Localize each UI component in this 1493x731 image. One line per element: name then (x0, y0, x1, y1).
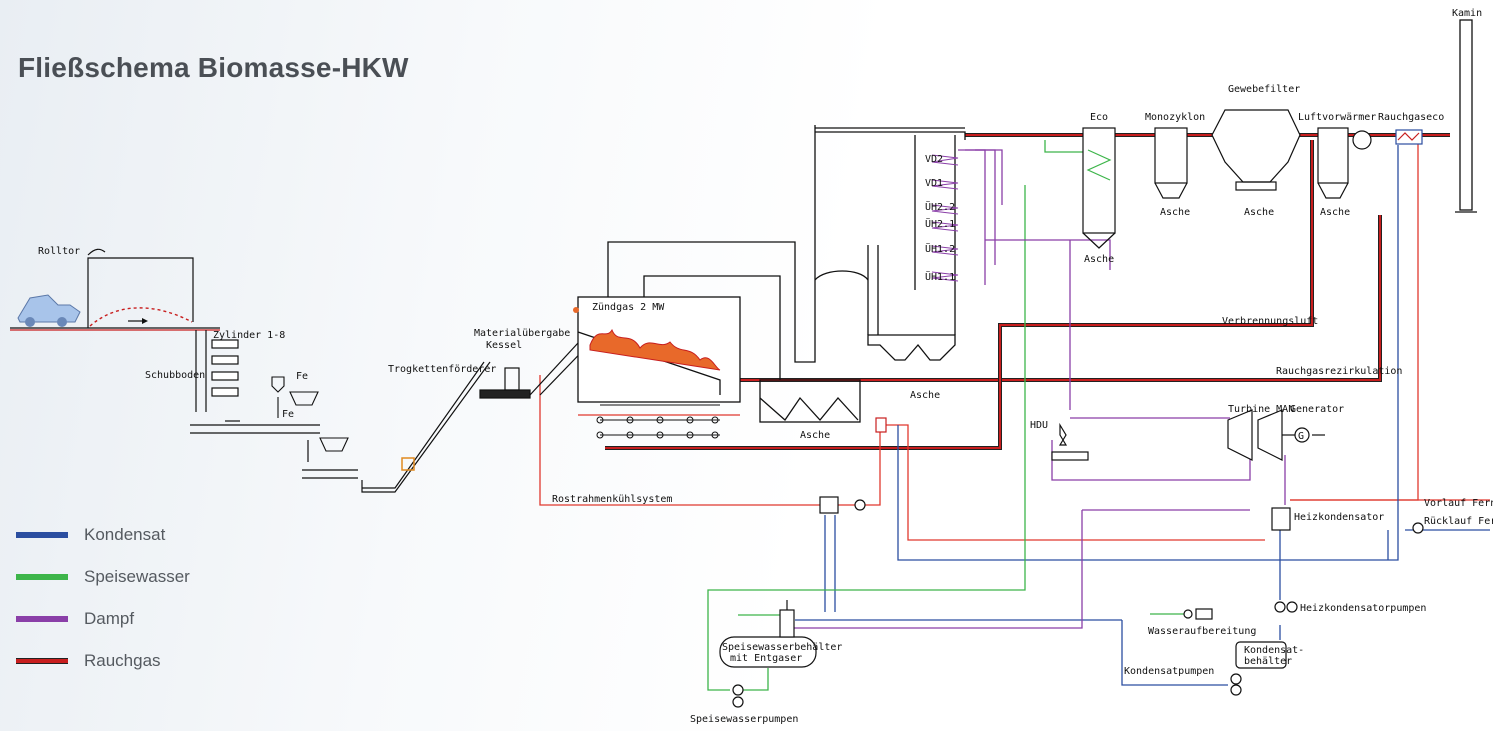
label-kessel: Kessel (486, 340, 522, 351)
monozyklon (1154, 127, 1188, 199)
heizkondensator (1271, 507, 1424, 534)
legend-swatch-dampf (16, 616, 68, 622)
label-turbine: Turbine MAN (1228, 404, 1294, 415)
label-luftvorwaermer: Luftvorwärmer (1298, 112, 1376, 123)
label-ruecklauf: Rücklauf Fernwärme (1424, 516, 1493, 527)
magnet-separator (271, 376, 349, 452)
label-ueh12: ÜH1.2 (925, 242, 955, 255)
legend-item-rauchgas: Rauchgas (16, 640, 190, 682)
label-heizkondensator: Heizkondensator (1294, 512, 1384, 523)
label-rolltor: Rolltor (38, 246, 80, 257)
grate-supports (596, 404, 720, 439)
label-gewebefilter: Gewebefilter (1228, 84, 1300, 95)
kamin: Kamin (1452, 8, 1482, 213)
legend-swatch-speisewasser (16, 574, 68, 580)
label-schubboden: Schubboden (145, 370, 205, 381)
rauchgaseco (1395, 129, 1423, 145)
hdu (1051, 422, 1089, 461)
label-asche-mono: Asche (1160, 207, 1190, 218)
legend-label-dampf: Dampf (84, 609, 135, 628)
speisewasserbehaelter (719, 600, 817, 708)
luftvorwaermer (1317, 127, 1372, 199)
label-generator-g: G (1298, 431, 1304, 442)
label-wasseraufbereitung: Wasseraufbereitung (1148, 626, 1256, 637)
dampf-lines (790, 149, 1286, 629)
label-fe-1: Fe (296, 371, 308, 382)
legend-label-kondensat: Kondensat (84, 525, 166, 544)
legend-label-rauchgas: Rauchgas (84, 651, 161, 670)
label-zylinder: Zylinder 1-8 (213, 330, 285, 341)
legend-swatch-kondensat (16, 532, 68, 538)
kondensatbehaelter (1230, 641, 1287, 696)
label-kondensatbehaelter-2: behälter (1244, 656, 1292, 667)
boiler-furnace (577, 125, 966, 423)
label-asche-eco: Asche (1084, 254, 1114, 265)
loader-vehicle-icon (17, 294, 81, 327)
delivery-hall (10, 248, 220, 331)
biomass-pile (89, 307, 193, 327)
label-ueh11: ÜH1.1 (925, 270, 955, 283)
label-generator: Generator (1290, 404, 1344, 415)
red-water-lines (539, 140, 1490, 541)
label-heizkondensatpumpen: Heizkondensatorpumpen (1300, 603, 1426, 614)
turbine (1227, 409, 1325, 461)
legend-label-speisewasser: Speisewasser (84, 567, 190, 586)
label-eco: Eco (1090, 112, 1108, 123)
label-rauchgaseco: Rauchgaseco (1378, 112, 1444, 123)
heat-exchanger-bank (931, 154, 959, 282)
label-speisewasserbehaelter-1: Speisewasserbehälter (722, 642, 842, 653)
eco (1082, 127, 1116, 249)
rostrahmen-hx (819, 417, 887, 514)
trogkettenfoerderer (361, 361, 491, 493)
label-hdu: HDU (1030, 420, 1048, 431)
label-speisewasserpumpen: Speisewasserpumpen (690, 714, 798, 725)
label-speisewasserbehaelter-2: mit Entgaser (730, 653, 802, 664)
heizkondensatpumpen (1274, 601, 1298, 613)
label-kondensatbehaelter-1: Kondensat- (1244, 645, 1304, 656)
label-asche-gewebe: Asche (1244, 207, 1274, 218)
label-vorlauf: Vorlauf Fernwärme (1424, 498, 1493, 509)
label-vd1: VD1 (925, 178, 943, 189)
flames-icon (573, 307, 721, 371)
label-zuendgas: Zündgas 2 MW (592, 302, 665, 313)
label-asche-kessel: Asche (910, 390, 940, 401)
label-fe-2: Fe (282, 409, 294, 420)
label-ueh21: ÜH2.1 (925, 217, 955, 230)
label-vd2: VD2 (925, 154, 943, 165)
label-rostrahmen: Rostrahmenkühlsystem (552, 494, 672, 505)
wasseraufbereitung (1183, 608, 1213, 620)
label-kondensatpumpen: Kondensatpumpen (1124, 666, 1214, 677)
page-title: Fließschema Biomasse-HKW (18, 52, 409, 83)
label-ueh22: ÜH2.2 (925, 200, 955, 213)
label-kamin: Kamin (1452, 8, 1482, 19)
legend-item-speisewasser: Speisewasser (16, 556, 190, 598)
legend-swatch-rauchgas (16, 658, 68, 664)
label-asche-rost: Asche (800, 430, 830, 441)
legend-item-dampf: Dampf (16, 598, 190, 640)
legend: Kondensat Speisewasser Dampf Rauchgas (16, 514, 190, 682)
label-rauchgasrezirkulation: Rauchgasrezirkulation (1276, 366, 1402, 377)
kondensat-lines (795, 145, 1490, 686)
gewebefilter (1211, 109, 1301, 191)
schubboden-cylinders (190, 330, 358, 479)
label-materialuebergabe: Materialübergabe (474, 328, 570, 339)
label-monozyklon: Monozyklon (1145, 112, 1205, 123)
label-asche-luft: Asche (1320, 207, 1350, 218)
legend-item-kondensat: Kondensat (16, 514, 190, 556)
label-trogkettenfoerderer: Trogkettenförderer (388, 364, 496, 375)
label-verbrennungsluft: Verbrennungsluft (1222, 316, 1318, 327)
speisewasser-lines (707, 140, 1185, 691)
